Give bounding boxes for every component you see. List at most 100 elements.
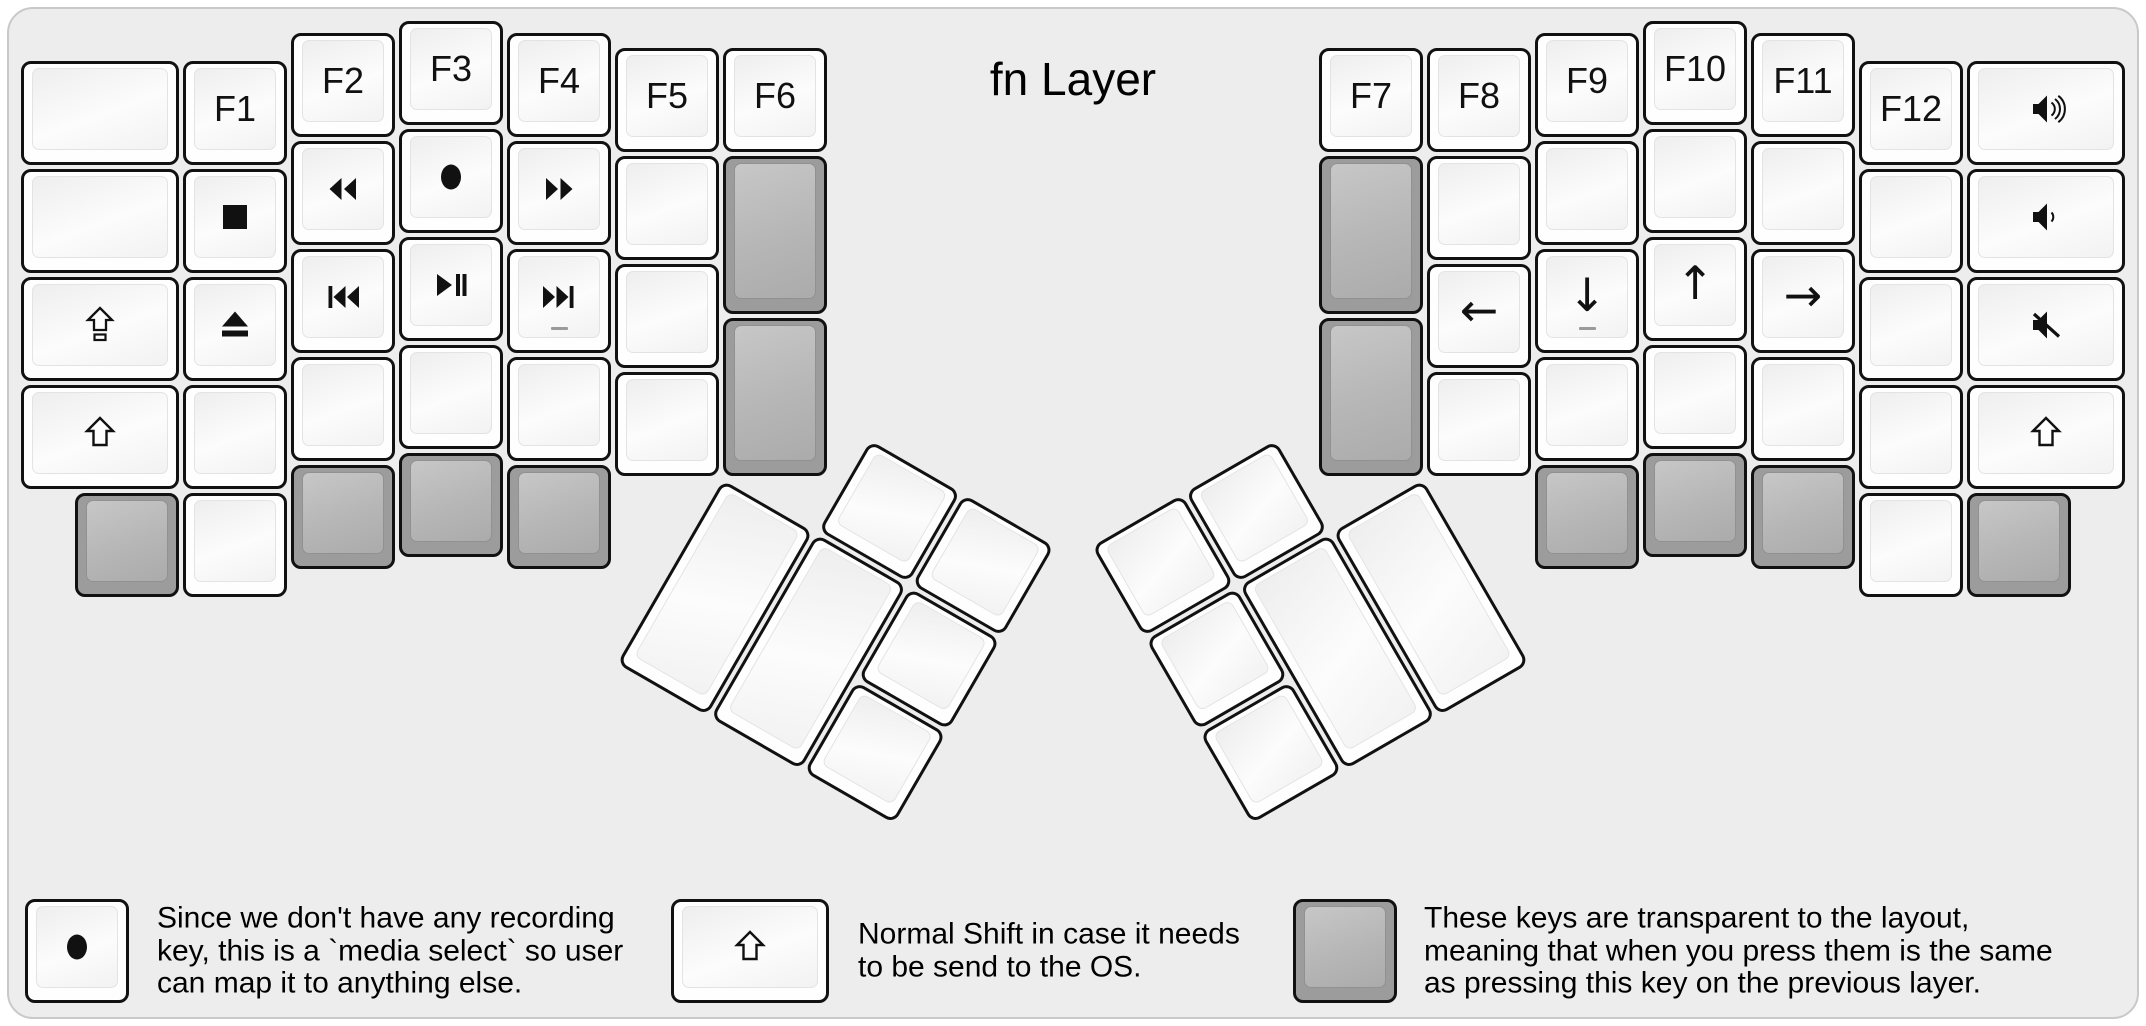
key-f12: F12 (1859, 61, 1963, 165)
key-label: ↑ (1675, 256, 1715, 310)
keycap-surface (1870, 68, 1952, 150)
key-eject (183, 277, 287, 381)
layer-title: fn Layer (989, 53, 1157, 105)
key-label: F5 (645, 75, 688, 116)
key-blank (507, 357, 611, 461)
keycap-surface (1546, 472, 1628, 554)
key-label (410, 244, 492, 326)
key-label: F7 (1349, 75, 1392, 116)
key-blank (183, 493, 287, 597)
key-label (682, 906, 818, 988)
key-label: F1 (213, 88, 256, 129)
keycap-surface (734, 163, 816, 299)
key-blank (1859, 169, 1963, 273)
key-transparent (507, 465, 611, 569)
keycap-surface (86, 500, 168, 582)
key-label (1978, 284, 2114, 366)
key-label (194, 176, 276, 258)
key-transparent (1293, 899, 1397, 1003)
volume-up-icon (2033, 95, 2066, 123)
key-blank (1859, 277, 1963, 381)
keycap-surface (1330, 55, 1412, 137)
keycap-surface (626, 271, 708, 353)
keycap-surface (1762, 364, 1844, 446)
keycap-surface (410, 460, 492, 542)
keycap-surface (1438, 163, 1520, 245)
keycap-surface (1654, 28, 1736, 110)
key-label (32, 284, 168, 366)
key-label (518, 148, 600, 230)
keycap-surface (1870, 284, 1952, 366)
stop-icon (223, 205, 247, 229)
key-label (518, 256, 600, 338)
key-blank (1535, 357, 1639, 461)
key-label: F12 (1879, 88, 1943, 129)
key-label: F10 (1663, 48, 1727, 89)
keycap-surface (1762, 40, 1844, 122)
key-blank (1859, 385, 1963, 489)
legend-text-line: These keys are transparent to the layout… (1424, 901, 1970, 935)
key-f9: F9 (1535, 33, 1639, 137)
shift-icon (734, 930, 766, 961)
key-label: F8 (1457, 75, 1500, 116)
keycap-surface (734, 55, 816, 137)
keycap-surface (410, 28, 492, 110)
key-fast-forward (507, 141, 611, 245)
key-blank (21, 169, 179, 273)
key-transparent (399, 453, 503, 557)
key-blank (1643, 345, 1747, 449)
keycap-surface (1546, 40, 1628, 122)
key-blank (1751, 141, 1855, 245)
key-f4: F4 (507, 33, 611, 137)
keycap-surface (194, 392, 276, 474)
keycap-surface (626, 55, 708, 137)
key-mute (1967, 277, 2125, 381)
key-blank (1427, 372, 1531, 476)
key-blank (1751, 357, 1855, 461)
key-blank (1643, 129, 1747, 233)
key-shift (671, 899, 829, 1003)
key-transparent (1643, 453, 1747, 557)
key-transparent (1751, 465, 1855, 569)
keycap-surface (1198, 452, 1311, 565)
keycap-surface (1762, 472, 1844, 554)
mute-icon (2032, 311, 2061, 339)
keycap-surface (1654, 136, 1736, 218)
key-label (194, 284, 276, 366)
legend-text-line: Since we don't have any recording (157, 901, 615, 935)
keycap-surface (1546, 256, 1628, 338)
key-label (1978, 176, 2114, 258)
key-transparent (723, 318, 827, 476)
key-blank (399, 345, 503, 449)
keycap-surface (32, 176, 168, 258)
key-shift (21, 385, 179, 489)
key-f11: F11 (1751, 33, 1855, 137)
key-label: F3 (429, 48, 472, 89)
keycap-surface (302, 40, 384, 122)
legend-text-line: can map it to anything else. (157, 966, 523, 1000)
keycap-surface (302, 472, 384, 554)
keycap-surface (1546, 364, 1628, 446)
key-label (302, 148, 384, 230)
key-transparent (1535, 465, 1639, 569)
key-label: ← (1459, 283, 1499, 337)
key-arrow-left: ← (1427, 264, 1531, 368)
key-label (410, 136, 492, 218)
key-blank (1535, 141, 1639, 245)
key-blank (615, 156, 719, 260)
key-shift (1967, 385, 2125, 489)
keycap-surface (1762, 256, 1844, 338)
fast-forward-icon (546, 178, 573, 200)
keycap-surface (518, 364, 600, 446)
key-record (399, 129, 503, 233)
keycap-surface (410, 352, 492, 434)
key-label: F4 (537, 60, 580, 101)
key-f3: F3 (399, 21, 503, 125)
key-blank (615, 264, 719, 368)
keycap-surface (1438, 271, 1520, 353)
key-arrow-down: ↓ (1535, 249, 1639, 353)
key-f5: F5 (615, 48, 719, 152)
